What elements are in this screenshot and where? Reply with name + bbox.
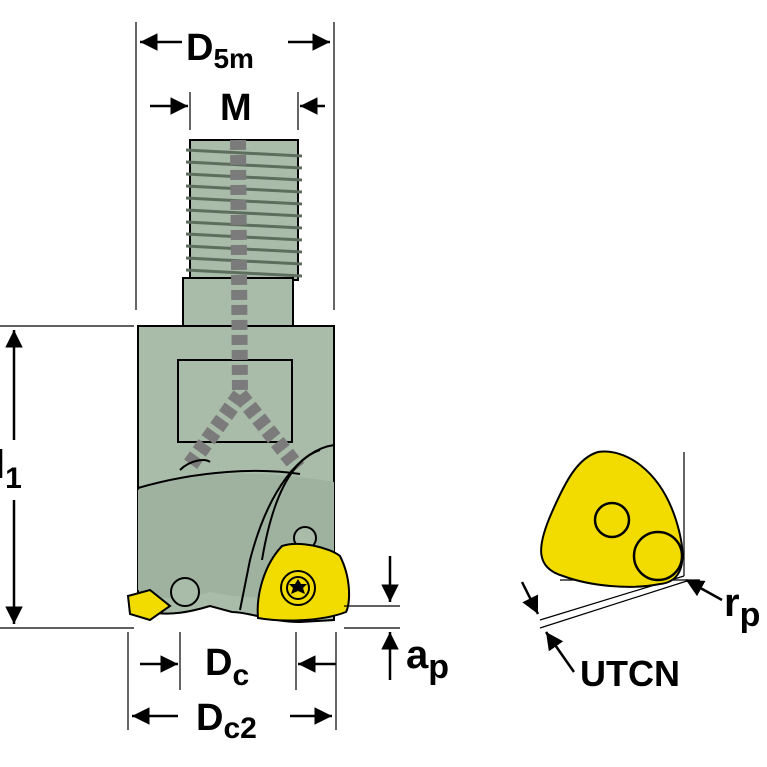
insert-detail — [539, 450, 700, 629]
dim-utcn — [520, 581, 576, 673]
insert-corner-radius — [632, 530, 684, 582]
body-insert — [256, 542, 351, 622]
insert-screw-hole-left — [170, 577, 200, 607]
dim-rp — [685, 578, 723, 602]
label-rp: rp — [724, 581, 760, 634]
insert-center-hole — [593, 501, 631, 539]
coolant-channels — [183, 139, 305, 473]
label-ap: ap — [406, 633, 449, 686]
label-l1: l1 — [0, 443, 22, 495]
left-insert — [126, 588, 172, 622]
label-utcn: UTCN — [580, 653, 680, 694]
label-m: M — [220, 87, 252, 129]
cutter-body — [126, 139, 351, 624]
shank-neck — [182, 277, 294, 327]
chip-flute — [239, 444, 335, 611]
label-dc: Dc — [205, 642, 249, 692]
extension-lines — [0, 22, 400, 730]
label-d5m: D5m — [186, 27, 254, 74]
label-dc2: Dc2 — [196, 697, 257, 745]
